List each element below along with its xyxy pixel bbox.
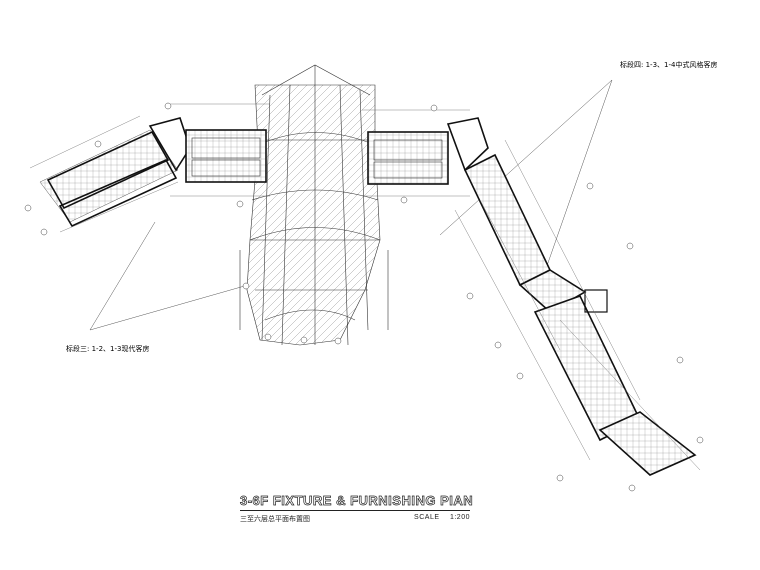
drawing-title-block: 3-6F FIXTURE & FURNISHING PIAN 三至六层总平面布置…	[240, 493, 474, 524]
drawing-title-chinese: 三至六层总平面布置图	[240, 516, 310, 523]
right-wing	[362, 109, 701, 476]
section-four-label: 标段四: 1-3、1-4中式风格客房	[620, 61, 718, 69]
left-wing	[29, 103, 270, 233]
section-three-label: 标段三: 1-2、1-3现代客房	[66, 345, 150, 353]
title-underline	[240, 510, 470, 511]
left-leader-lines	[89, 221, 249, 331]
right-leader-lines	[439, 79, 613, 301]
drawing-title-english: 3-6F FIXTURE & FURNISHING PIAN	[240, 493, 474, 509]
scale-label: SCALE	[414, 514, 440, 521]
central-atrium-roof	[239, 64, 389, 346]
title-subline: 三至六层总平面布置图 SCALE 1:200	[240, 514, 470, 524]
scale-note: SCALE 1:200	[414, 514, 470, 524]
scale-value: 1:200	[449, 514, 470, 521]
grid-markers	[24, 102, 704, 492]
